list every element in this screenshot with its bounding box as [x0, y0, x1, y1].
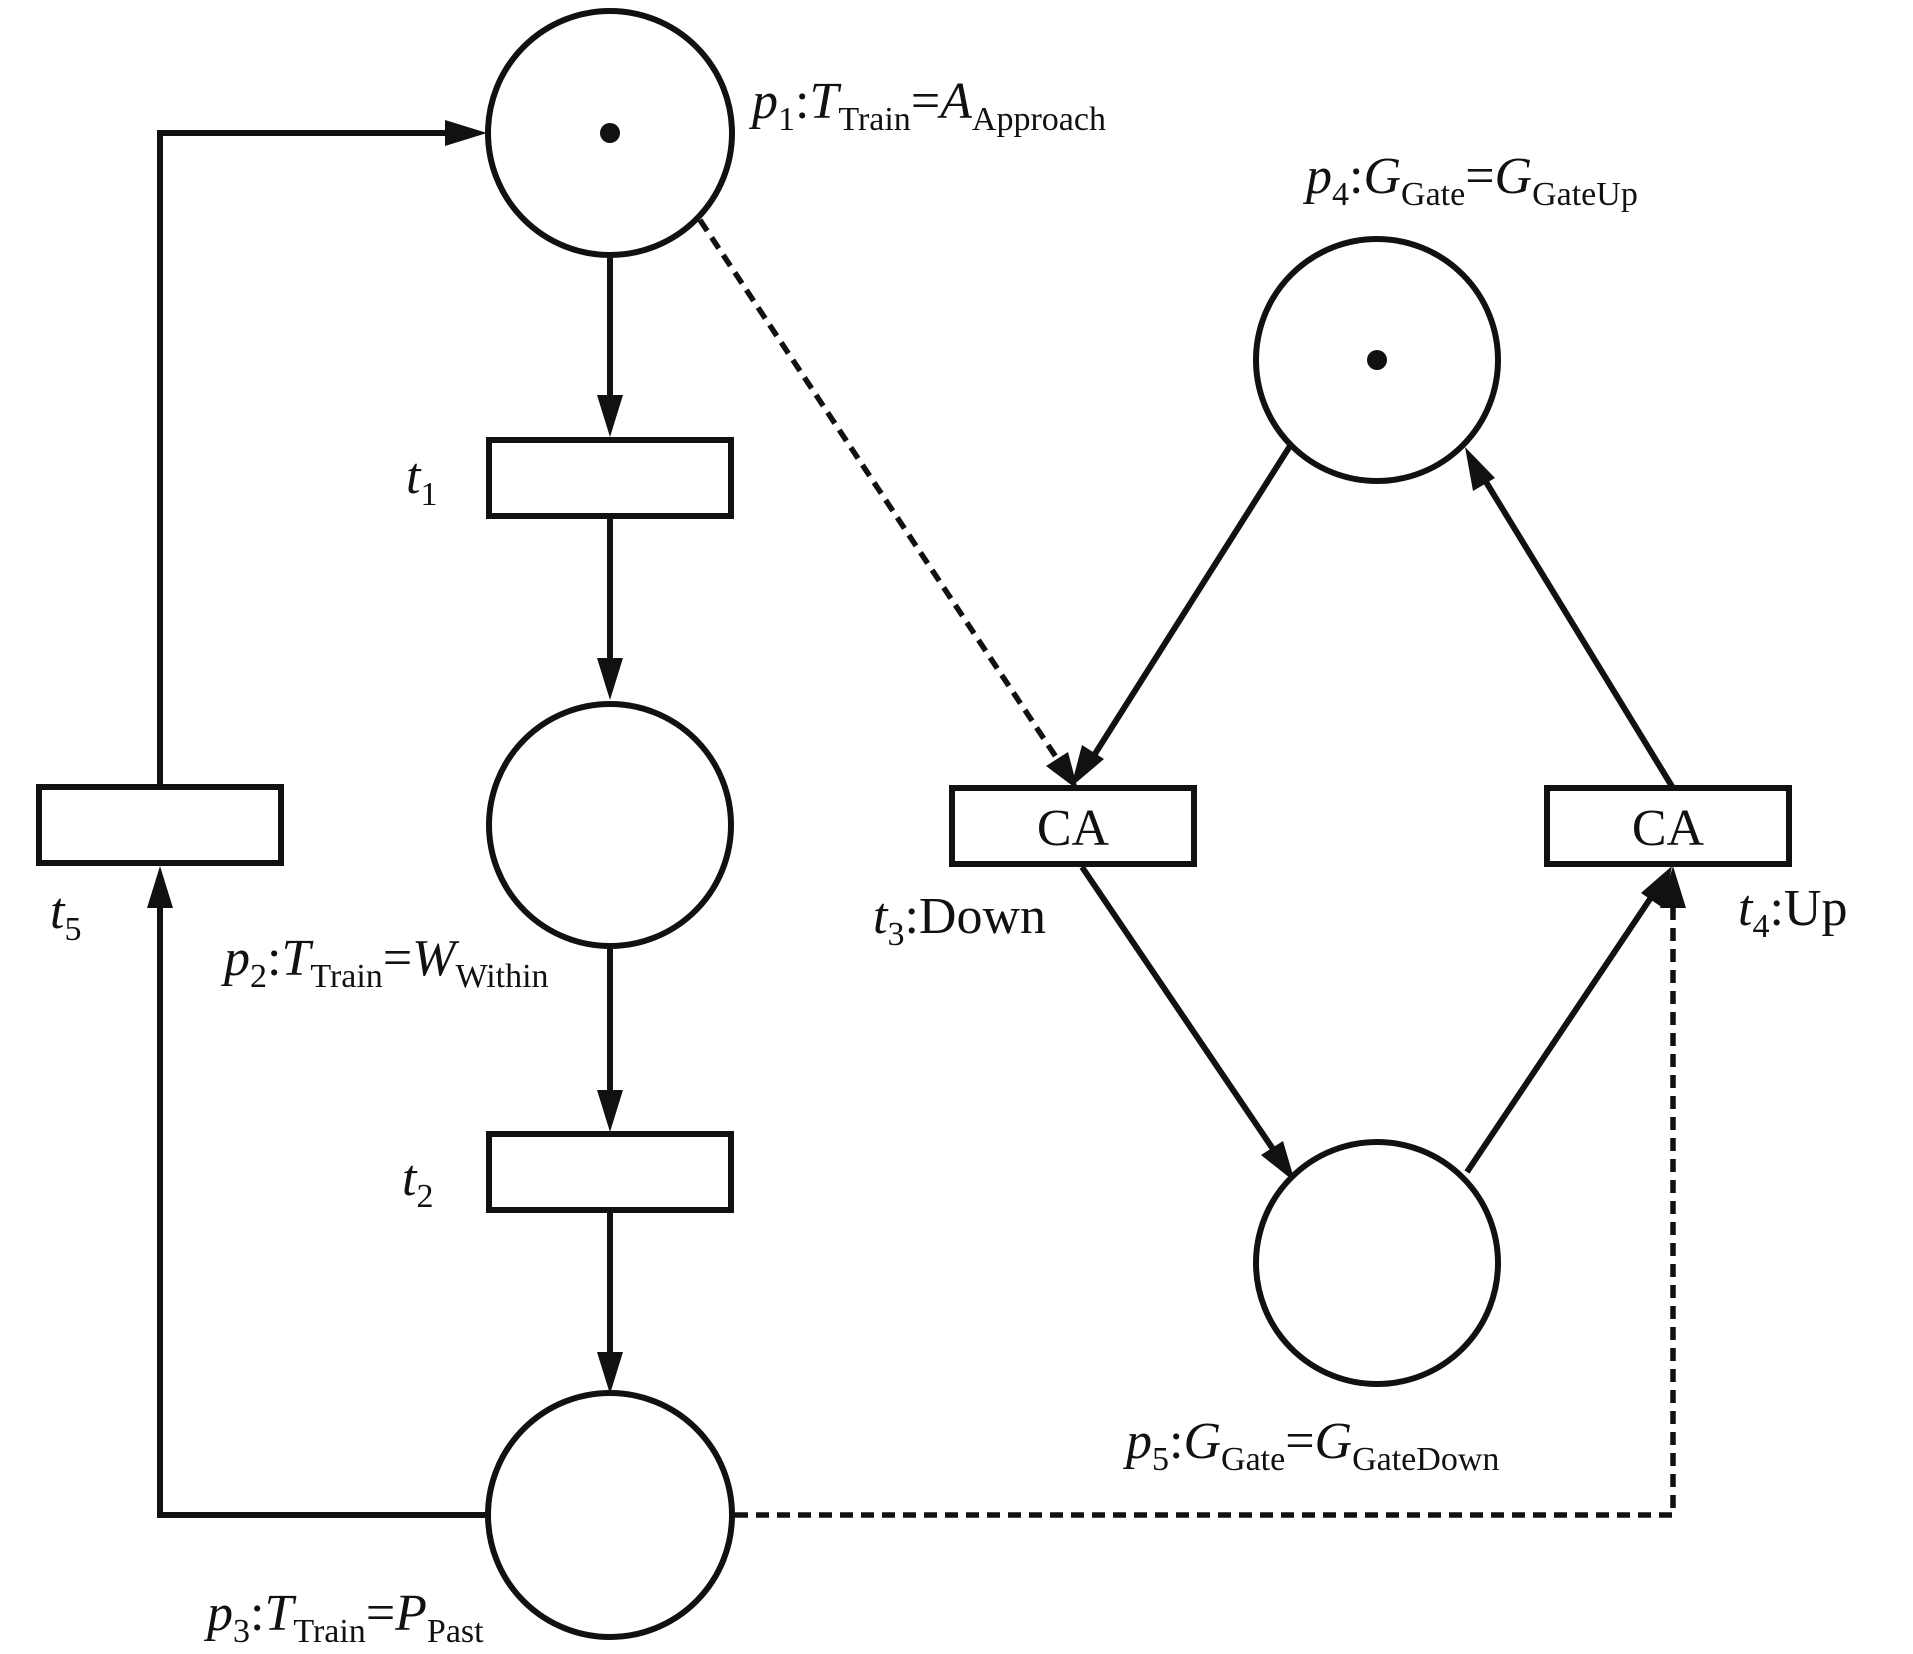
token-dot: [1367, 350, 1387, 370]
label-p1: p1:TTrain=AApproach: [748, 73, 1106, 138]
label-t4: t4:Up: [1738, 880, 1847, 945]
token-dot: [600, 123, 620, 143]
arc-t4-p4: [1480, 475, 1676, 790]
transition-t4-text: CA: [1632, 800, 1705, 857]
transition-t3: [949, 785, 1197, 867]
transition-t5: [36, 784, 284, 866]
arrowhead-p1-t1: [597, 395, 623, 437]
arrowhead-t2-p3: [597, 1352, 623, 1394]
dashed-arc-p3-t4: [735, 900, 1676, 1518]
arrowhead-t4-p4: [1465, 447, 1495, 491]
arrowhead-p4-t3: [1071, 745, 1104, 787]
arrowhead-p2-t2: [597, 1090, 623, 1132]
arrowhead-p3-t4: [1660, 866, 1686, 908]
arc-t5-p1: [157, 130, 455, 787]
label-p3: p3:TTrain=PPast: [203, 1585, 484, 1650]
arc-p4-t3: [1090, 444, 1293, 759]
place-p4: [1253, 236, 1501, 484]
dashed-arc-p1-t3: [697, 218, 1061, 762]
arrowhead-t3-p5: [1261, 1141, 1295, 1182]
arrowhead-p1-t3: [1046, 752, 1078, 790]
label-t5: t5: [50, 883, 81, 948]
label-t1: t1: [406, 448, 437, 513]
label-t2: t2: [402, 1150, 433, 1215]
transition-t4: [1544, 785, 1792, 867]
label-p5: p5:GGate=GGateDown: [1122, 1413, 1499, 1478]
arc-p5-t4: [1464, 894, 1655, 1174]
place-p1: [485, 8, 735, 258]
label-p2: p2:TTrain=WWithin: [220, 930, 549, 995]
place-p3: [485, 1390, 735, 1640]
arc-t3-p5: [1079, 865, 1278, 1154]
arrowhead-t1-p2: [597, 658, 623, 700]
label-t3: t3:Down: [873, 888, 1046, 953]
arrowhead-t5-p1: [445, 120, 487, 146]
arrowhead-p3-t5: [147, 866, 173, 908]
transition-t3-text: CA: [1037, 800, 1110, 857]
arc-p3-t5: [157, 900, 488, 1518]
transition-t1: [486, 437, 734, 519]
label-p4: p4:GGate=GGateUp: [1302, 148, 1638, 213]
place-p5: [1253, 1139, 1501, 1387]
place-p2: [486, 701, 734, 949]
transition-t2: [486, 1131, 734, 1213]
